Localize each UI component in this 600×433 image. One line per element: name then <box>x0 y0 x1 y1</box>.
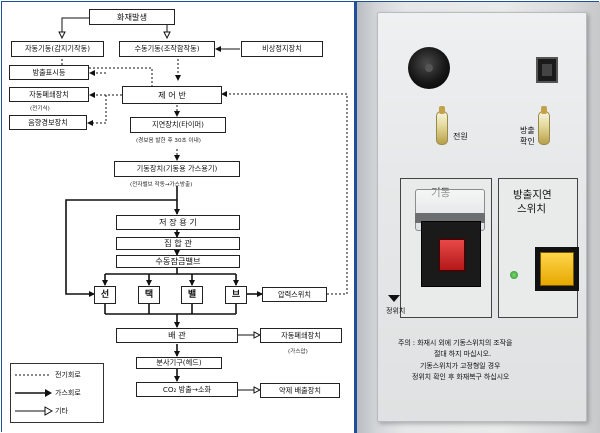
control-panel-photo: 전원 방출 확인 기동 정위치 방출지연 스위치 <box>357 2 600 433</box>
warning-line-3: 기동스위치가 고정형일 경우 <box>420 362 501 370</box>
auto-start-box: 자동기동(감지기작동) <box>11 41 104 57</box>
start-switch-box: 기동 <box>400 178 492 318</box>
manual-lock-valve-box: 수동잠금밸브 <box>116 255 240 268</box>
selector-valve-3: 밸 <box>181 286 203 304</box>
legend-label: 기타 <box>55 407 68 415</box>
panel-divider <box>354 2 357 433</box>
warning-line-1: 주의 : 화재시 외에 기동스위치의 조작을 <box>398 339 513 347</box>
start-switch[interactable] <box>421 221 481 287</box>
selector-valve-4: 브 <box>225 286 247 304</box>
delay-note: (경보음 발한 후 30초 이내) <box>136 138 201 144</box>
power-label: 전원 <box>453 132 468 141</box>
auto-close-device-top-box: 자동폐쇄장치 <box>9 87 89 102</box>
discharge-check-label-2: 확인 <box>520 137 535 146</box>
cover-hinge-icon <box>415 213 485 223</box>
electric-type-note: (전기식) <box>30 106 50 112</box>
warning-line-2: 절대 하지 마십시오. <box>434 350 492 358</box>
delay-switch-label-2: 스위치 <box>517 203 546 215</box>
legend: 전기회로 가스회로 기타 <box>10 363 104 423</box>
co2-system-flowchart: 화재발생 자동기동(감지기작동) 수동기동(조작함작동) 비상정지장치 방출표시… <box>2 2 354 433</box>
legend-label: 전기회로 <box>55 371 81 379</box>
power-lamp-icon <box>436 106 448 145</box>
emergency-stop-box: 비상정지장치 <box>241 41 323 57</box>
arrow-down-icon <box>388 295 400 302</box>
control-panel-box: 제 어 반 <box>122 86 222 104</box>
connector-jack-icon <box>536 57 558 83</box>
delay-timer-box: 지연장치(타이머) <box>130 117 226 133</box>
auto-close-device-bottom-box: 자동폐쇄장치 <box>260 328 342 343</box>
selector-valve-2: 택 <box>138 286 160 304</box>
piping-box: 배 관 <box>116 328 238 343</box>
flowchart-connectors <box>2 17 348 433</box>
control-box-faceplate: 전원 방출 확인 기동 정위치 방출지연 스위치 <box>377 12 587 422</box>
discharge-delay-button[interactable] <box>540 252 574 286</box>
delay-switch-label-1: 방출지연 <box>513 189 552 201</box>
co2-discharge-box: CO₂ 방출→소화 <box>136 382 238 397</box>
start-push-button[interactable] <box>438 238 466 272</box>
agent-exhaust-box: 약제 배출장치 <box>260 383 340 398</box>
manual-start-box: 수동기동(조작함작동) <box>119 41 215 57</box>
activator-note: (전자밸브 작동→가스방출) <box>130 182 193 188</box>
warning-line-4: 정위치 확인 후 화재복구 하십시오 <box>412 373 510 381</box>
solid-arrow-icon <box>15 389 52 397</box>
stop-switch-label: 정위치 <box>386 307 406 315</box>
discharge-indicator-box: 방출표시등 <box>9 65 89 80</box>
delay-button-frame <box>535 247 579 291</box>
buzzer-speaker-icon <box>408 47 450 89</box>
open-arrow-icon <box>15 406 54 416</box>
legend-label: 가스회로 <box>55 389 81 397</box>
discharge-check-label-1: 방출 <box>520 126 535 135</box>
dotted-line-icon <box>15 374 51 376</box>
discharge-delay-switch-box: 방출지연 스위치 <box>498 178 579 318</box>
acoustic-alarm-box: 음향경보장치 <box>9 115 87 130</box>
fire-occurrence-box: 화재발생 <box>89 9 175 25</box>
legend-item-electric: 전기회로 <box>11 368 105 382</box>
nozzle-box: 분사기구(헤드) <box>136 357 222 369</box>
activator-box: 기동장치(기동용 가스용기) <box>114 161 240 177</box>
gas-pressure-note: (가스압) <box>288 349 308 355</box>
green-led-icon <box>510 271 518 279</box>
pressure-switch-box: 압력스위치 <box>262 287 327 302</box>
legend-item-other: 기타 <box>11 404 105 418</box>
discharge-lamp-icon <box>538 106 550 145</box>
legend-item-gas: 가스회로 <box>11 386 105 400</box>
storage-container-box: 저 장 용 기 <box>116 215 240 230</box>
selector-valve-1: 선 <box>94 286 116 304</box>
manifold-box: 집 합 관 <box>116 237 240 250</box>
